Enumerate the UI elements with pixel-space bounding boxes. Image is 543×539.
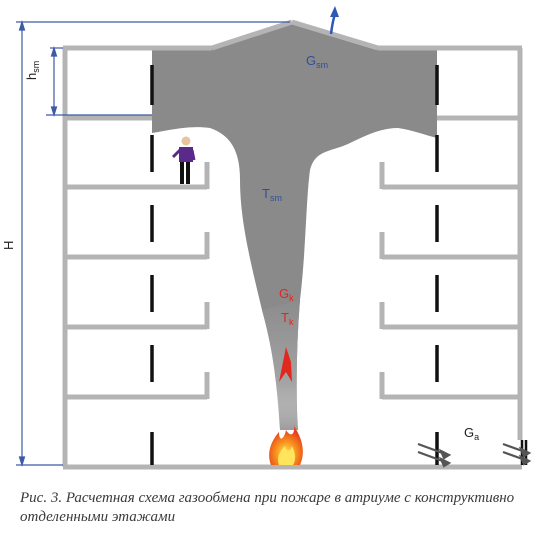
label-G-sm: Gsm (306, 53, 328, 70)
label-H: H (1, 241, 16, 250)
svg-text:hsm: hsm (24, 61, 41, 80)
dimension-lines (16, 19, 290, 468)
building-structure (62, 19, 523, 470)
label-T-sm: Tsm (262, 186, 282, 203)
plume-arrow-icon (279, 347, 292, 382)
fire-icon (269, 426, 303, 465)
figure-caption: Рис. 3. Расчетная схема газообмена при п… (20, 490, 515, 525)
up-arrow-icon (329, 6, 339, 35)
label-h-sm: hsm (24, 61, 41, 80)
air-inflow-arrows (417, 442, 532, 468)
atrium-diagram: hsm H Gsm Tsm Gk Tk Ga (1, 6, 532, 470)
person-icon (171, 136, 196, 184)
label-G-k: Gk (279, 286, 294, 303)
label-G-a: Ga (464, 425, 479, 442)
svg-text:H: H (1, 241, 16, 250)
smoke-layer (152, 22, 437, 440)
label-T-k: Tk (281, 310, 294, 327)
